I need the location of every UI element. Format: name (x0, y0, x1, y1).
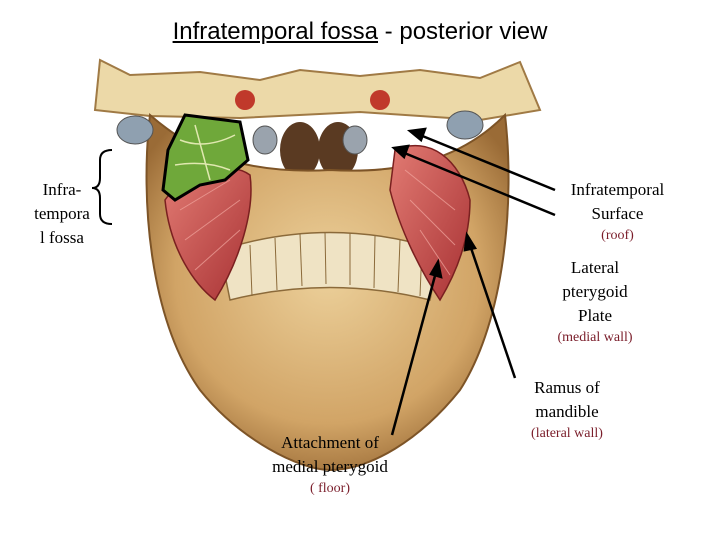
label-line: medial pterygoid (272, 457, 388, 476)
label-infratemporal-surface: Infratemporal Surface (545, 178, 690, 226)
pointer-lateral-pterygoid-plate (401, 150, 556, 217)
title-rest: - posterior view (378, 18, 548, 45)
note-roof: (roof) (601, 228, 634, 243)
label-line: Infratemporal (570, 180, 665, 199)
note-medial-wall: (medial wall) (557, 330, 633, 345)
label-line: Plate (578, 306, 612, 325)
label-medial-pterygoid: Attachment of medial pterygoid (250, 431, 410, 479)
label-line: Infra- (42, 180, 82, 199)
pointer-infratemporal-surface (419, 133, 556, 192)
label-line: tempora (34, 204, 90, 223)
title-underlined: Infratemporal fossa (172, 18, 379, 45)
page-title: Infratemporal fossa - posterior view (0, 18, 720, 46)
infratemporal-fossa-highlight (161, 113, 250, 202)
label-line: Surface (591, 204, 644, 223)
fossa-bracket (91, 149, 113, 225)
label-ramus: Ramus of mandible (512, 376, 622, 424)
sinus-cavity-left (280, 122, 320, 178)
label-line: pterygoid (562, 282, 628, 301)
cranial-base (93, 58, 542, 122)
pointer-ramus (468, 244, 517, 379)
label-line: l fossa (40, 228, 84, 247)
lateral-pterygoid-muscle (389, 144, 471, 302)
note-floor: ( floor) (309, 481, 351, 496)
label-line: Lateral (570, 258, 620, 277)
label-lateral-pterygoid-plate: Lateral pterygoid Plate (540, 256, 650, 328)
label-infratemporal-fossa: Infra- tempora l fossa (20, 178, 104, 250)
label-line: Attachment of (281, 433, 379, 452)
pointer-medial-pterygoid (390, 271, 438, 436)
label-line: mandible (535, 402, 599, 421)
note-lateral-wall: (lateral wall) (531, 426, 603, 441)
label-line: Ramus of (534, 378, 600, 397)
